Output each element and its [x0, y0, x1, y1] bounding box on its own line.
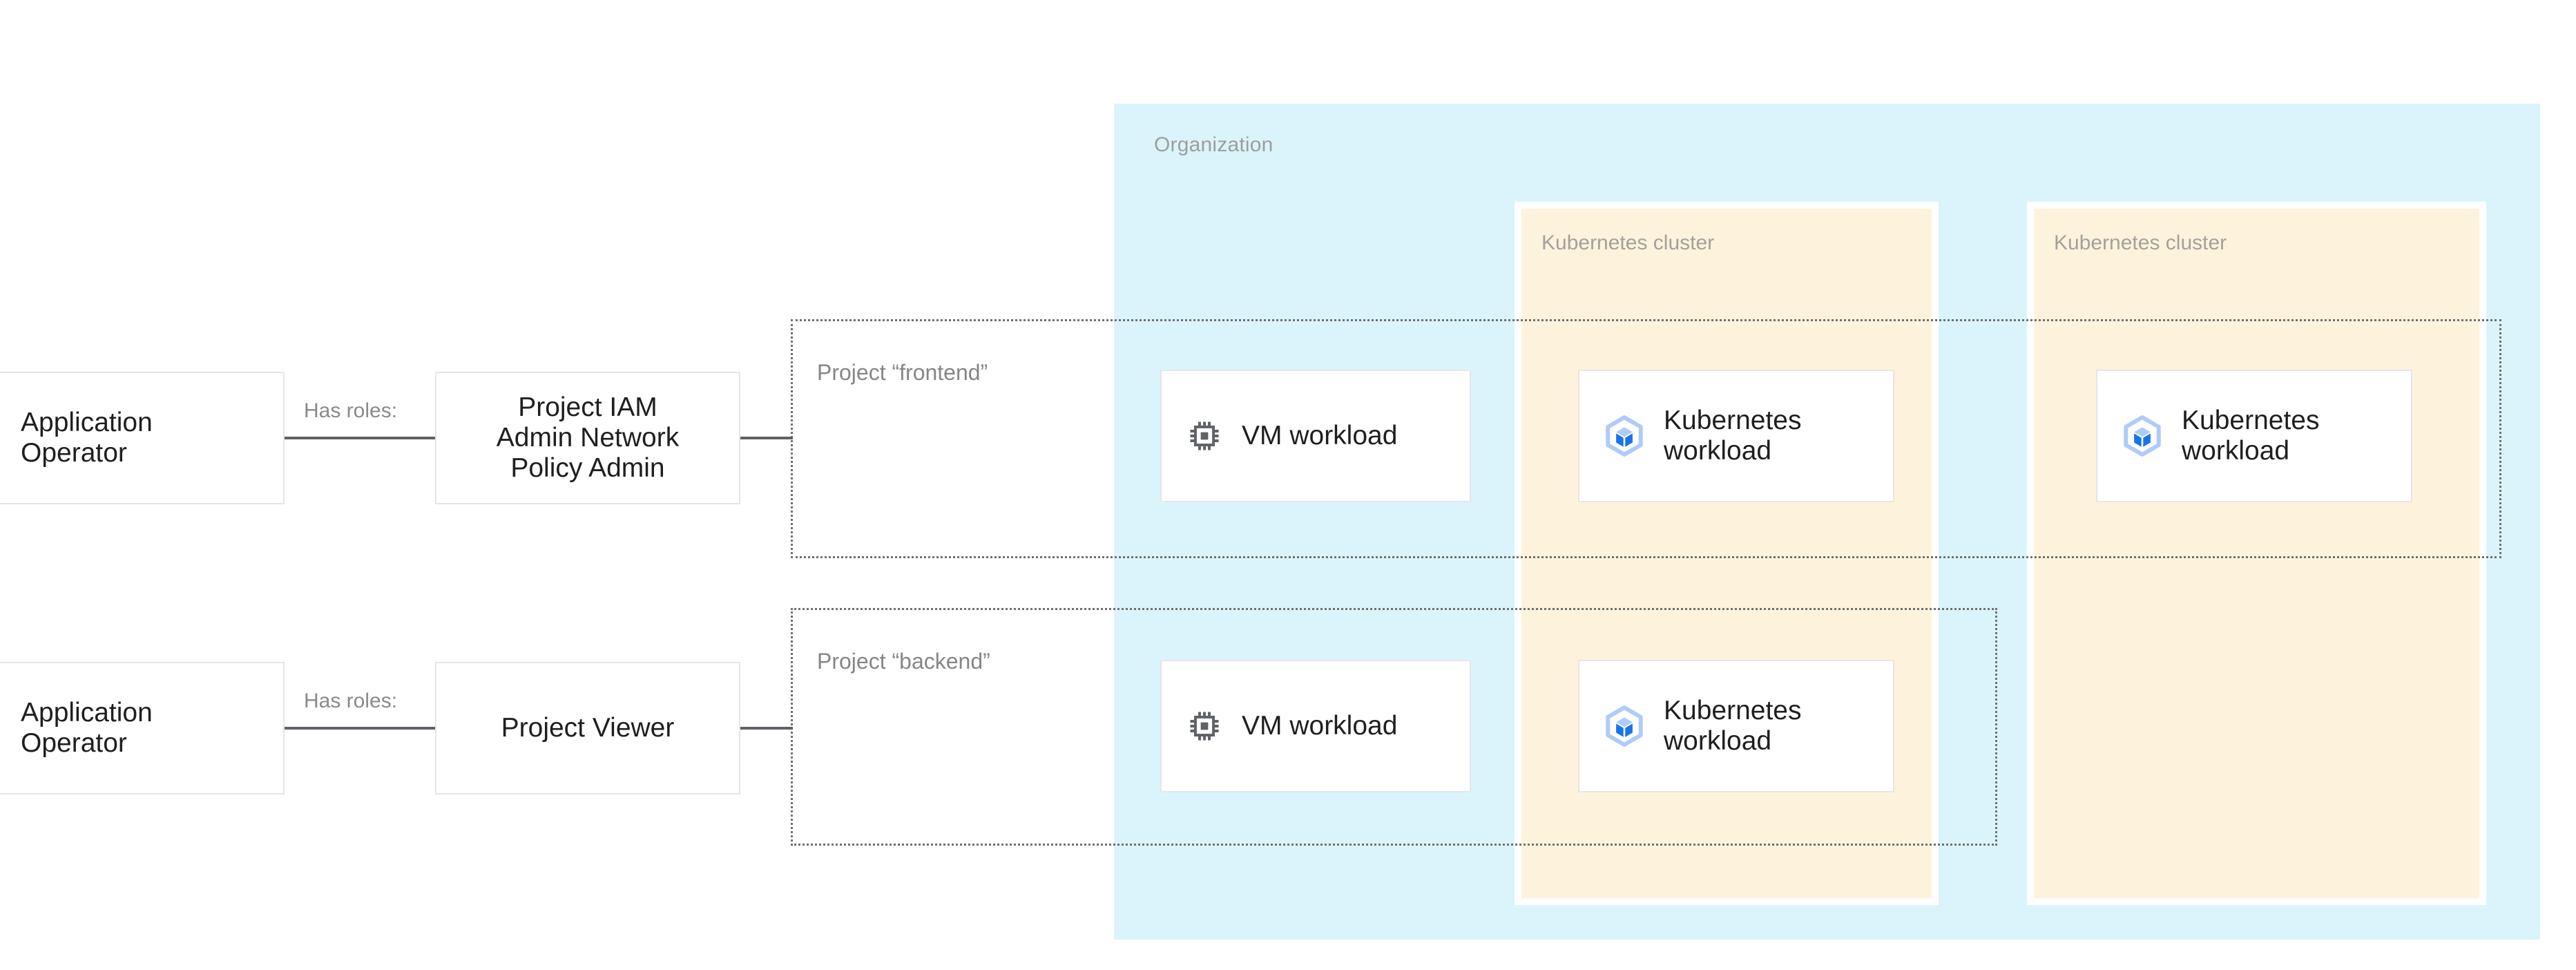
- kubernetes-cube-icon: [1606, 415, 1643, 457]
- workload-card-backend-k8s-label: Kubernetes workload: [1664, 696, 1801, 756]
- person-icon: [0, 707, 3, 750]
- connector-actor1-to-role1: [285, 437, 436, 439]
- role-card-1-line3: Policy Admin: [510, 453, 665, 483]
- workload-card-frontend-k8s-b-line1: Kubernetes: [2182, 406, 2320, 436]
- workload-card-frontend-k8s-b-label: Kubernetes workload: [2182, 406, 2319, 466]
- actor-card-2[interactable]: Application Operator: [0, 662, 285, 795]
- connector-label-1: Has roles:: [304, 399, 398, 422]
- project-frontend-label: Project “frontend”: [817, 360, 988, 385]
- workload-card-frontend-vm-label: VM workload: [1242, 421, 1398, 451]
- kubernetes-cluster-1-label: Kubernetes cluster: [1541, 231, 1715, 254]
- workload-card-frontend-k8s-a-line2: workload: [1664, 436, 1772, 466]
- cpu-chip-icon: [1190, 712, 1219, 741]
- project-backend-label: Project “backend”: [817, 649, 990, 674]
- workload-card-backend-k8s-line1: Kubernetes: [1664, 696, 1802, 726]
- kubernetes-cube-icon: [2124, 415, 2161, 457]
- actor-card-2-line1: Application: [21, 698, 153, 728]
- workload-card-frontend-k8s-a[interactable]: Kubernetes workload: [1578, 370, 1894, 502]
- kubernetes-cluster-2-label: Kubernetes cluster: [2054, 231, 2227, 254]
- workload-card-frontend-k8s-b[interactable]: Kubernetes workload: [2096, 370, 2412, 502]
- role-card-2-text: Project Viewer: [501, 713, 675, 743]
- kubernetes-cube-icon: [1606, 705, 1643, 747]
- workload-card-frontend-k8s-a-label: Kubernetes workload: [1664, 406, 1801, 466]
- organization-label: Organization: [1154, 133, 1273, 156]
- workload-card-backend-vm-label: VM workload: [1242, 711, 1398, 741]
- actor-card-2-line2: Operator: [21, 728, 127, 758]
- actor-card-1[interactable]: Application Operator: [0, 372, 285, 504]
- kubernetes-cluster-2-container: [2027, 202, 2486, 905]
- workload-card-backend-vm[interactable]: VM workload: [1160, 660, 1471, 792]
- connector-actor2-to-role2: [285, 727, 436, 730]
- workload-card-frontend-k8s-b-line2: workload: [2182, 436, 2290, 466]
- person-icon: [0, 417, 3, 459]
- actor-card-1-text: Application Operator: [21, 408, 153, 468]
- actor-card-1-line1: Application: [21, 408, 153, 438]
- role-card-1[interactable]: Project IAM Admin Network Policy Admin: [435, 372, 740, 504]
- workload-card-backend-k8s[interactable]: Kubernetes workload: [1578, 660, 1894, 792]
- connector-label-2: Has roles:: [304, 690, 398, 712]
- actor-card-2-text: Application Operator: [21, 698, 153, 758]
- actor-card-1-line2: Operator: [21, 438, 127, 468]
- role-card-2[interactable]: Project Viewer: [435, 662, 740, 795]
- role-card-2-line1: Project Viewer: [501, 713, 675, 743]
- role-card-1-text: Project IAM Admin Network Policy Admin: [497, 392, 679, 483]
- role-card-1-line2: Admin Network: [496, 423, 680, 453]
- workload-card-frontend-k8s-a-line1: Kubernetes: [1664, 406, 1802, 436]
- workload-card-backend-k8s-line2: workload: [1664, 726, 1772, 756]
- cpu-chip-icon: [1190, 421, 1219, 450]
- connector-role1-to-project-frontend: [740, 437, 793, 439]
- role-card-1-line1: Project IAM: [518, 392, 657, 423]
- connector-role2-to-project-backend: [740, 727, 793, 730]
- workload-card-frontend-vm[interactable]: VM workload: [1160, 370, 1471, 502]
